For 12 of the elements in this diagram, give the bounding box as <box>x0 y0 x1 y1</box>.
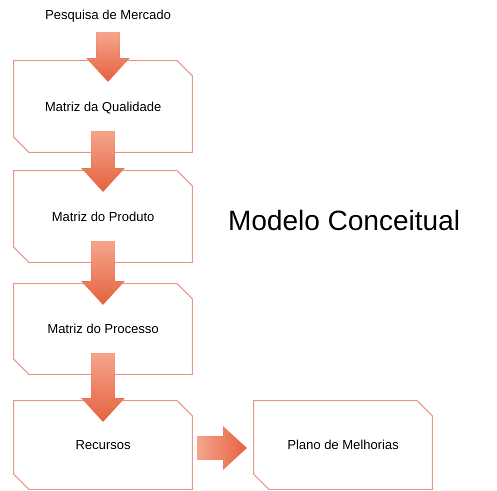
start-label: Pesquisa de Mercado <box>20 4 196 26</box>
block-arrow <box>86 32 130 82</box>
box-label: Matriz do Processo <box>47 320 159 338</box>
diagram-title: Modelo Conceitual <box>228 204 461 238</box>
box-label: Plano de Melhorias <box>287 436 399 454</box>
block-arrow <box>81 353 125 422</box>
block-arrow <box>197 426 247 470</box>
box-label: Matriz da Qualidade <box>44 98 162 116</box>
block-arrow <box>81 131 125 192</box>
box-label: Recursos <box>76 436 130 454</box>
box-label: Matriz do Produto <box>52 208 154 226</box>
block-arrow <box>81 241 125 305</box>
